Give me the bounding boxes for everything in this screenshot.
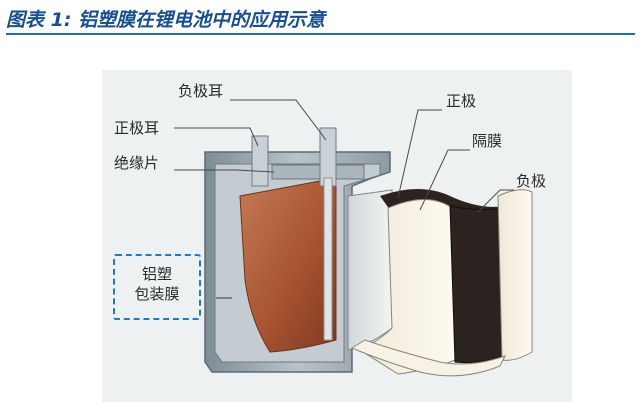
tab-lead	[323, 177, 333, 341]
label-positive-tab: 正极耳	[114, 119, 159, 137]
callout-positive-electrode	[397, 109, 442, 199]
label-separator: 隔膜	[472, 132, 502, 150]
outer-paper-layer	[497, 189, 533, 361]
pouch-film-label-line1: 铝塑	[141, 265, 172, 283]
bottom-curl	[350, 339, 506, 377]
callout-insulating-sheet	[174, 169, 275, 173]
insulating-sheet	[271, 164, 365, 180]
negative-tab	[319, 127, 337, 187]
label-negative-electrode: 负极	[516, 172, 546, 190]
caption-text: 图表 1: 铝塑膜在锂电池中的应用示意	[6, 9, 326, 31]
positive-tab	[251, 135, 269, 187]
negative-layer	[449, 205, 506, 364]
callout-negative-electrode	[477, 189, 514, 213]
separator-left	[347, 189, 393, 351]
figure-caption: 图表 1: 铝塑膜在锂电池中的应用示意	[6, 3, 635, 35]
electrode-core	[239, 177, 337, 353]
pouch-film-label-box: 铝塑 包装膜	[113, 254, 201, 320]
pouch-film-label-line2: 包装膜	[134, 285, 180, 303]
label-positive-electrode: 正极	[446, 92, 476, 110]
label-insulating-sheet: 绝缘片	[114, 154, 159, 172]
callout-separator	[419, 149, 470, 211]
label-negative-tab: 负极耳	[178, 82, 223, 100]
callout-positive-tab	[174, 127, 259, 147]
callout-lines	[174, 99, 514, 213]
callout-negative-tab	[230, 99, 327, 141]
